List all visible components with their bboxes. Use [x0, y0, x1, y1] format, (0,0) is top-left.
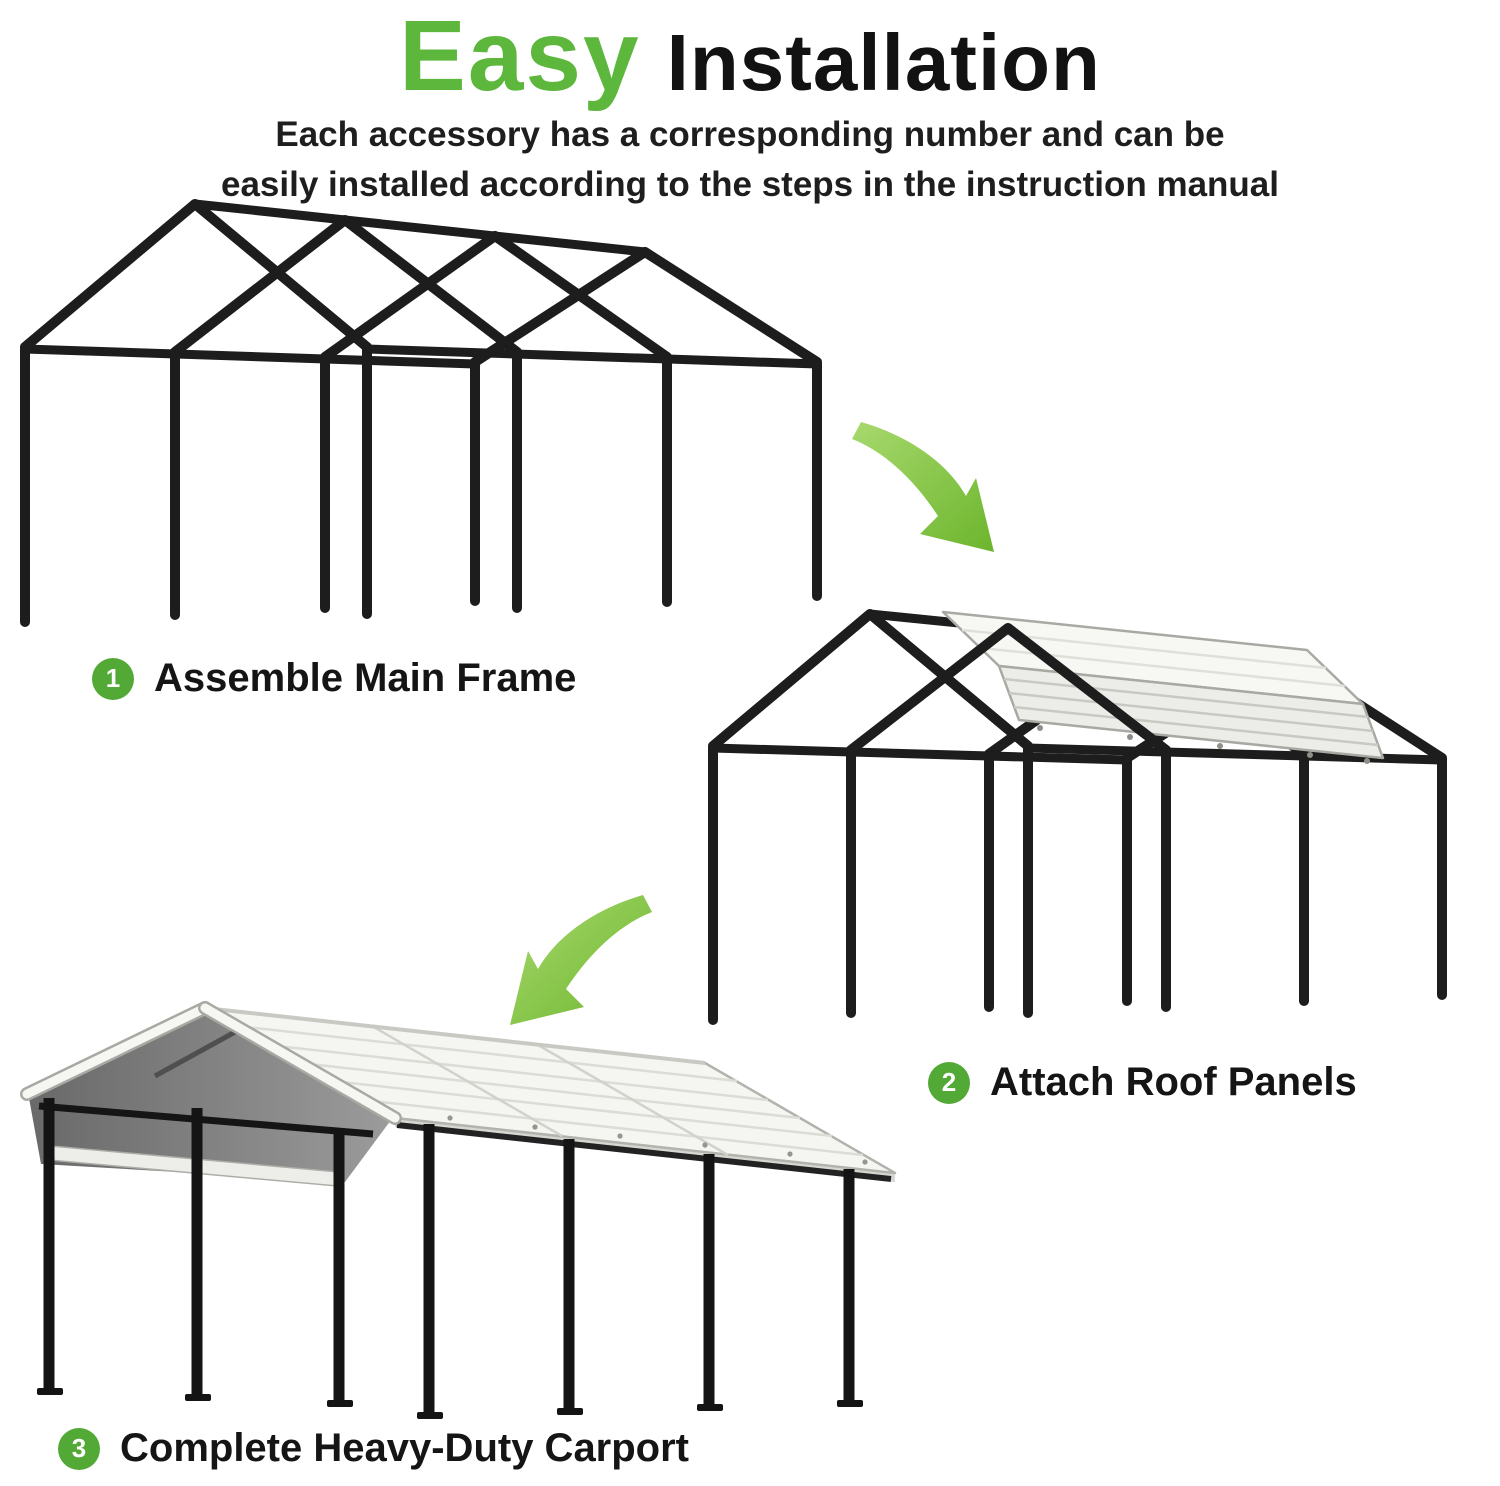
step-3-badge: 3: [58, 1427, 100, 1470]
roof-panel-illustration: [695, 558, 1455, 1063]
subtitle-line-2: easily installed according to the steps …: [221, 164, 1279, 204]
step-1-badge: 1: [92, 657, 134, 700]
step-1-text: Assemble Main Frame: [154, 656, 577, 700]
subtitle: Each accessory has a corresponding numbe…: [0, 110, 1500, 209]
header: Easy Installation Each accessory has a c…: [0, 6, 1500, 209]
arrow-step1-to-step2-icon: [852, 420, 1012, 565]
complete-carport-illustration: [5, 958, 905, 1428]
main-frame-illustration: [5, 182, 825, 657]
arrow-step2-to-step3-icon: [492, 893, 652, 1038]
title-highlight: Easy: [399, 0, 641, 112]
title-rest: Installation: [666, 18, 1101, 107]
step-1-label: 1 Assemble Main Frame: [92, 656, 576, 701]
subtitle-line-1: Each accessory has a corresponding numbe…: [275, 115, 1225, 154]
step-3-text: Complete Heavy-Duty Carport: [120, 1426, 690, 1470]
step-2-badge: 2: [928, 1061, 970, 1104]
step-2-label: 2 Attach Roof Panels: [928, 1060, 1357, 1105]
step-2-text: Attach Roof Panels: [990, 1060, 1357, 1104]
step-3-label: 3 Complete Heavy-Duty Carport: [58, 1426, 689, 1471]
page-title: Easy Installation: [0, 6, 1500, 106]
